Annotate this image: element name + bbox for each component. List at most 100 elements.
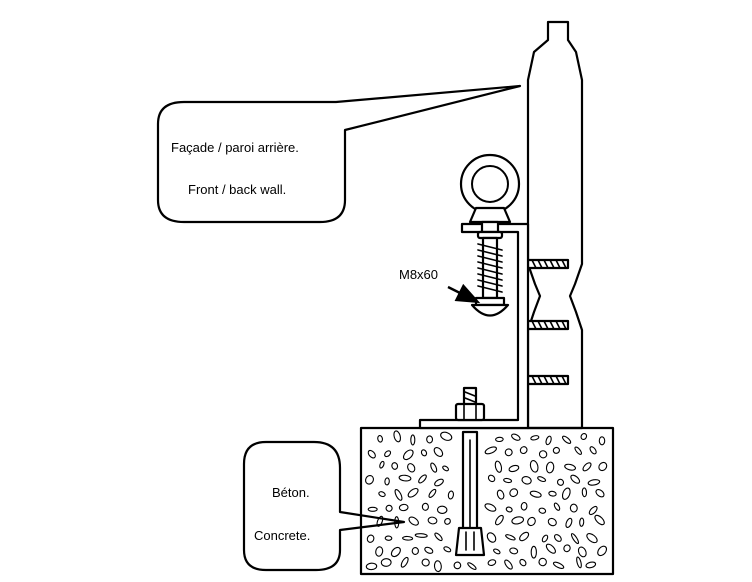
wall-callout: Façade / paroi arrière. Front / back wal… — [156, 84, 522, 224]
pebble — [561, 487, 571, 500]
pebble — [428, 488, 437, 498]
pebble — [576, 556, 582, 569]
pebble — [407, 463, 416, 473]
pebble — [553, 502, 561, 511]
pebble — [521, 476, 532, 485]
pebble — [440, 431, 453, 441]
pebble — [407, 487, 419, 498]
pebble — [467, 562, 477, 570]
pebble — [561, 435, 572, 444]
pebble — [393, 430, 402, 443]
pebble — [569, 503, 578, 513]
pebble — [552, 446, 561, 454]
pebble — [402, 449, 414, 461]
pebble — [377, 434, 383, 443]
pebble — [577, 546, 587, 558]
pebble — [564, 463, 577, 471]
base-bolt-nut — [454, 386, 486, 422]
pebble — [384, 535, 393, 541]
pebble — [503, 477, 513, 484]
wall-label-fr: Façade / paroi arrière. — [171, 140, 299, 155]
pebble — [563, 544, 571, 553]
pebble — [509, 488, 519, 498]
concrete-callout: Béton. Concrete. — [242, 440, 406, 572]
pebble — [391, 462, 399, 470]
pebble — [545, 435, 552, 446]
svg-text:M8x60: M8x60 — [399, 267, 438, 282]
wall-post — [526, 20, 584, 430]
pebble — [587, 479, 601, 486]
pebble — [424, 546, 434, 554]
pebble — [379, 460, 385, 469]
pebble — [394, 488, 403, 501]
pebble — [505, 534, 516, 541]
pebble — [588, 505, 598, 516]
pebble — [484, 446, 497, 455]
pebble — [385, 504, 393, 512]
pebble — [538, 450, 548, 459]
pebble — [565, 517, 573, 528]
pebble — [380, 558, 392, 567]
pebble — [426, 435, 434, 444]
pebble — [504, 448, 513, 457]
pebble — [547, 517, 557, 527]
bolt-size-label: M8x60 — [399, 267, 481, 304]
pebble — [598, 436, 606, 446]
pebble — [581, 487, 588, 498]
pebble — [384, 477, 390, 486]
pebble — [420, 449, 428, 457]
pebble — [365, 562, 378, 571]
pebble — [511, 433, 521, 441]
pebble — [378, 491, 386, 498]
pebble — [442, 465, 450, 472]
pebble — [545, 461, 555, 474]
pebble — [366, 534, 375, 543]
pebble — [548, 490, 557, 497]
pebble — [434, 478, 444, 487]
pebble — [594, 514, 605, 526]
pebble — [434, 532, 443, 542]
pebble — [430, 462, 438, 473]
eye-bolt — [459, 153, 521, 317]
pebble — [436, 505, 448, 514]
pebble — [418, 474, 427, 484]
pebble — [556, 478, 565, 486]
pebble — [545, 543, 556, 554]
pebble — [574, 446, 582, 455]
pebble — [398, 503, 409, 512]
pebble — [511, 516, 525, 525]
pebble — [495, 436, 504, 443]
pebble — [367, 506, 378, 512]
anchor-bolt — [454, 430, 486, 557]
pebble — [519, 531, 530, 542]
pebble — [538, 507, 547, 514]
pebble — [527, 516, 536, 527]
pebble — [400, 556, 409, 568]
pebble — [504, 559, 513, 570]
pebble — [447, 490, 455, 500]
pebble — [508, 464, 520, 473]
pebble — [530, 545, 537, 559]
pebble — [494, 460, 503, 473]
pebble — [486, 532, 497, 543]
pebble — [505, 506, 513, 513]
wall-label-en: Front / back wall. — [188, 182, 286, 197]
pebble — [589, 446, 597, 455]
pebble — [421, 502, 429, 511]
concrete-label-fr: Béton. — [272, 485, 310, 500]
pebble — [410, 434, 416, 446]
pebble — [538, 557, 547, 567]
pebble — [390, 546, 401, 558]
pebble — [553, 534, 562, 542]
pebble — [598, 461, 608, 472]
pebble — [384, 450, 392, 458]
pebble — [444, 517, 451, 525]
pebble — [597, 545, 608, 557]
concrete-pebbles — [365, 430, 608, 573]
pebble — [365, 474, 374, 485]
pebble — [443, 546, 452, 553]
pebble — [595, 488, 605, 498]
pebble — [509, 547, 519, 555]
pebble — [579, 517, 585, 527]
